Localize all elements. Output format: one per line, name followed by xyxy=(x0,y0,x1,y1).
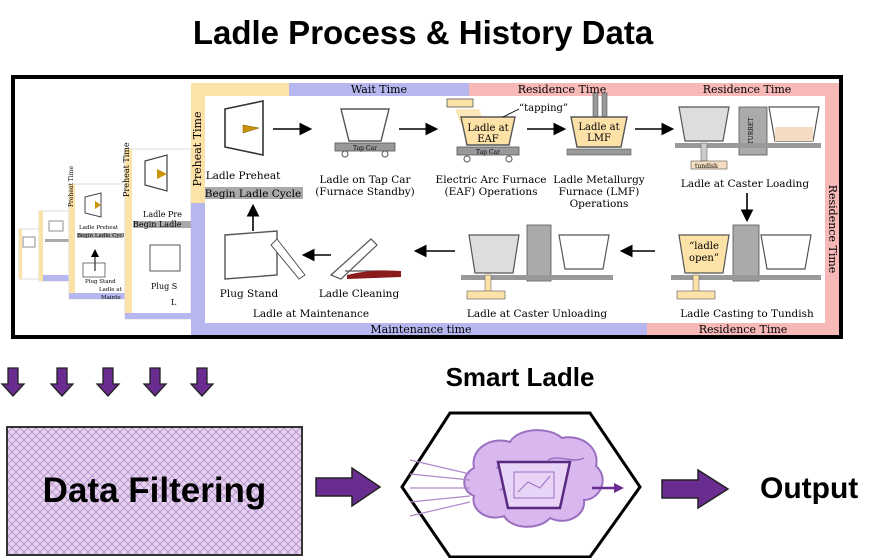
smart-ladle-title: Smart Ladle xyxy=(445,362,595,392)
pipeline-graphics xyxy=(0,367,730,558)
preheat-band-top xyxy=(191,83,289,96)
lmf-label-3: Operations xyxy=(570,198,629,210)
tap-car-label-1: Ladle on Tap Car xyxy=(319,174,411,186)
tundish-label: tundish xyxy=(695,163,718,170)
thumb-begin-label: Begin Ladle xyxy=(133,220,182,229)
stage-caster-unloading: Ladle at Caster Unloading xyxy=(461,224,613,320)
data-filtering-label: Data Filtering xyxy=(42,471,267,510)
stage-caster-loading: TURRET tundish Ladle at Caster Loading xyxy=(675,106,821,190)
history-thumbnails: Preheat Time Ladle Pre Begin Ladle Plug … xyxy=(18,142,192,320)
band-label-residence-1: Residence Time xyxy=(518,83,607,96)
down-arrow-icon xyxy=(142,367,168,397)
lmf-label-1: Ladle Metallurgy xyxy=(553,174,645,186)
thumbnail-3 xyxy=(68,183,126,300)
cleaning-label: Ladle Cleaning xyxy=(319,288,400,300)
band-label-residence-bottom: Residence Time xyxy=(699,323,788,335)
caster-loading-label: Ladle at Caster Loading xyxy=(681,178,810,190)
eaf-label-1: Electric Arc Furnace xyxy=(436,174,547,186)
casting-label: Ladle Casting to Tundish xyxy=(680,308,814,320)
stage-plug-stand: Plug Stand Ladle at Maintenance xyxy=(220,230,369,320)
caster-unloading-label: Ladle at Caster Unloading xyxy=(467,308,608,320)
plug-stand-label: Plug Stand xyxy=(220,288,279,300)
tap-car-label-2: (Furnace Standby) xyxy=(315,186,415,198)
stage-lmf: Ladle at LMF Ladle Metallurgy Furnace (L… xyxy=(553,92,645,210)
thumb-plug-label: Plug S xyxy=(151,282,177,291)
band-label-preheat: Preheat Time xyxy=(191,111,204,186)
band-label-residence-2: Residence Time xyxy=(703,83,792,96)
thumbnail-1 xyxy=(18,228,42,280)
thumb3-plug-label: Plug Stand xyxy=(85,279,116,285)
stage-eaf: Ladle at EAF Tap Car “tapping” Electric … xyxy=(436,98,568,198)
down-arrow-icon xyxy=(49,367,75,397)
stage-tap-car: Tap Car Ladle on Tap Car (Furnace Standb… xyxy=(315,108,415,198)
thumb-ladle-pre-label: Ladle Pre xyxy=(143,210,182,219)
thumb3-preheat-label: Preheat Time xyxy=(68,166,75,207)
residence-band-right xyxy=(825,83,839,335)
tap-car-plate: Tap Car xyxy=(353,145,377,152)
lmf-inner-1: Ladle at xyxy=(578,122,619,133)
band-label-maintenance: Maintenance time xyxy=(370,323,471,335)
right-arrow-icon xyxy=(315,466,382,508)
eaf-plate: Tap Car xyxy=(476,149,500,156)
stage-ladle-preheat: Ladle Preheat Begin Ladle Cycle xyxy=(205,100,303,200)
down-arrow-icon xyxy=(0,367,26,397)
eaf-label-2: (EAF) Operations xyxy=(445,186,538,198)
page-title: Ladle Process & History Data xyxy=(192,14,654,51)
maintenance-label: Ladle at Maintenance xyxy=(253,308,369,320)
data-filtering-box: Data Filtering xyxy=(6,426,303,556)
lmf-label-2: Furnace (LMF) xyxy=(559,186,640,198)
output-label: Output xyxy=(760,472,859,505)
process-diagram-frame: Preheat Time Ladle Pre Begin Ladle Plug … xyxy=(11,75,843,339)
maintenance-band-left xyxy=(191,203,205,335)
wait-band xyxy=(289,83,469,96)
band-label-wait: Wait Time xyxy=(351,83,407,96)
residence-band-bottom xyxy=(647,323,839,335)
down-arrow-icon xyxy=(95,367,121,397)
thumb3-ladle-preheat-label: Ladle Preheat xyxy=(79,225,119,231)
residence-band-1 xyxy=(469,83,655,96)
stage-preheat-label: Ladle Preheat xyxy=(206,170,281,182)
down-arrow-icon xyxy=(189,367,215,397)
thumb3-begin-label: Begin Ladle Cycl xyxy=(77,233,124,239)
band-label-residence-right: Residence Time xyxy=(826,185,839,274)
process-diagram: Preheat Time Ladle Pre Begin Ladle Plug … xyxy=(18,83,839,335)
residence-band-2 xyxy=(655,83,839,96)
tapping-label: “tapping” xyxy=(519,103,568,114)
thumb3-mainte-label: Mainte xyxy=(101,295,121,301)
filter-box-pattern xyxy=(7,427,302,555)
preheat-band-left xyxy=(191,83,205,203)
begin-cycle-label: Begin Ladle Cycle xyxy=(205,188,301,200)
thumb-preheat-label: Preheat Time xyxy=(122,142,131,197)
lmf-inner-2: LMF xyxy=(587,133,611,144)
ladle-open-2: open” xyxy=(689,253,719,264)
brain-icon xyxy=(409,429,624,528)
thumbnail-2 xyxy=(38,210,70,282)
stage-cleaning: Ladle Cleaning xyxy=(319,238,401,300)
thumb-l-label: L xyxy=(171,298,177,307)
maintenance-band-bottom xyxy=(191,323,647,335)
thumb3-ladle-at-label: Ladle at xyxy=(99,287,122,293)
eaf-inner-1: Ladle at xyxy=(467,123,508,134)
right-arrow-icon xyxy=(661,468,730,510)
eaf-inner-2: EAF xyxy=(477,134,499,145)
turret-label: TURRET xyxy=(748,118,755,144)
thumbnail-4 xyxy=(124,148,192,320)
stage-casting: “ladle open” Ladle Casting to Tundish xyxy=(671,224,821,320)
ladle-open-1: “ladle xyxy=(689,241,719,252)
